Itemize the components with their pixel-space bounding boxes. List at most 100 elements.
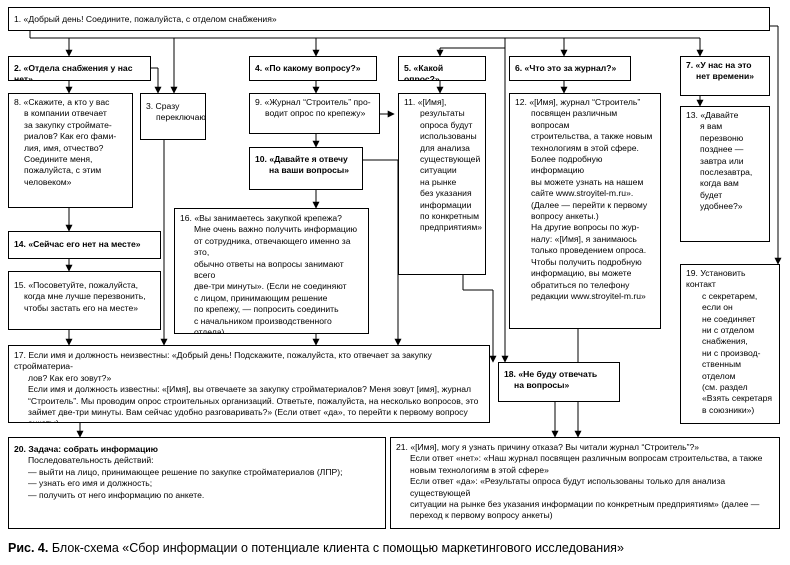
node-11-text: существующей	[420, 154, 481, 165]
node-17-text: Если имя и должность известны: «[Имя], в…	[28, 384, 472, 395]
node-15: 15. «Посоветуйте, пожалуйста, когда мне …	[8, 271, 161, 330]
node-13: 13. «Давайте я вам перезвоню позднее — з…	[680, 106, 770, 242]
node-21-text: переход к первому вопросу анкеты)	[410, 510, 553, 521]
node-8: 8. «Скажите, а кто у вас в компании отве…	[8, 93, 133, 208]
node-13-text: послезавтра,	[700, 167, 753, 178]
node-12-text: только проведением опроса.	[531, 245, 647, 256]
node-17-text: лов? Как его зовут?»	[28, 372, 112, 383]
node-15-text: 15. «Посоветуйте, пожалуйста,	[14, 280, 139, 290]
node-7: 7. «У нас на это нет времени»	[680, 56, 770, 96]
node-3-text: переключают	[156, 112, 206, 123]
node-10-text: на ваши вопросы»	[269, 165, 350, 176]
node-12-text: информацию, вы можете	[531, 268, 632, 279]
node-15-text: чтобы застать его на месте»	[24, 302, 139, 313]
node-1: 1. «Добрый день! Соедините, пожалуйста, …	[8, 7, 770, 31]
node-16-text: по крепежу, — попросить соединить	[194, 304, 339, 315]
node-12-text: строительства, а также новым	[531, 131, 653, 142]
node-21-text: новым технологиям в этой сфере»	[410, 464, 549, 475]
node-11-text: опроса будут	[420, 119, 473, 130]
node-16-text: от сотрудника, отвечающего именно за это…	[194, 235, 351, 258]
node-12-text: налу: «[Имя], я занимаюсь	[531, 233, 637, 244]
node-18-text: 18. «Не буду отвечать	[504, 369, 598, 379]
node-9-text: 9. «Журнал “Строитель” про-	[255, 97, 371, 107]
node-8-text: 8. «Скажите, а кто у вас	[14, 97, 110, 107]
node-12-text: обратиться по телефону	[531, 279, 630, 290]
node-20-text: — получить от него информацию по анкете.	[28, 489, 205, 500]
node-13-text: 13. «Давайте	[686, 110, 739, 120]
node-3: 3. Сразу переключают	[140, 93, 206, 140]
node-13-text: перезвоню	[700, 132, 744, 143]
node-19-text: снабжения,	[702, 336, 748, 347]
node-13-text: завтра или	[700, 155, 744, 166]
node-12-text: 12. «[Имя], журнал “Строитель”	[515, 97, 641, 107]
node-17-text: 17. Если имя и должность неизвестны: «До…	[14, 350, 432, 372]
node-11-text: информации	[420, 199, 472, 210]
node-11-text: по конкретным	[420, 211, 480, 222]
node-20-text: — узнать его имя и должность;	[28, 478, 153, 489]
node-18-text: на вопросы»	[514, 380, 570, 391]
node-6-text: 6. «Что это за журнал?»	[515, 63, 617, 73]
node-11-text: без указания	[420, 188, 472, 199]
node-21-text: Если ответ «нет»: «Наш журнал посвящен р…	[410, 453, 763, 464]
node-21: 21. «[Имя], могу я узнать причину отказа…	[390, 437, 780, 529]
node-11-text: на рынке	[420, 176, 457, 187]
node-8-text: лия, имя, отчество?	[24, 142, 104, 153]
node-8-text: пожалуйста, с этим	[24, 165, 102, 176]
node-2-text: 2. «Отдела снабжения у нас нет»	[14, 63, 133, 81]
node-14: 14. «Сейчас его нет на месте»	[8, 231, 161, 259]
figure-caption: Рис. 4. Блок-схема «Сбор информации о по…	[8, 541, 624, 555]
node-12-text: вопросу анкеты.)	[531, 211, 599, 222]
node-9-text: водит опрос по крепежу»	[265, 108, 366, 119]
node-8-text: человеком»	[24, 176, 72, 187]
node-19-text: ни с производ-	[702, 347, 761, 358]
node-8-text: риалов? Как его фами-	[24, 131, 117, 142]
node-13-text: когда вам	[700, 178, 739, 189]
node-16-text: две-три минуты». (Если не соединяют	[194, 281, 347, 292]
node-19-text: в союзники»)	[702, 404, 755, 415]
node-10-text: 10. «Давайте я отвечу	[255, 154, 348, 164]
node-14-text: 14. «Сейчас его нет на месте»	[14, 239, 141, 249]
node-11-text: предприятиям»	[420, 222, 483, 233]
node-4: 4. «По какому вопросу?»	[249, 56, 377, 81]
figure-caption-text: Блок-схема «Сбор информации о потенциале…	[51, 541, 624, 555]
node-20-text: — выйти на лицо, принимающее решение по …	[28, 466, 343, 477]
node-8-text: Соедините меня,	[24, 154, 93, 165]
node-12-text: Чтобы получить подробную	[531, 256, 642, 267]
node-2: 2. «Отдела снабжения у нас нет»	[8, 56, 151, 81]
node-6: 6. «Что это за журнал?»	[509, 56, 631, 81]
node-16-text: обычно ответы на вопросы занимают всего	[194, 258, 344, 281]
node-21-text: Если ответ «да»: «Результаты опроса буду…	[410, 476, 726, 498]
node-16-text: с начальником производственного отдела)	[194, 315, 332, 334]
node-19: 19. Установить контакт с секретарем, есл…	[680, 264, 780, 424]
node-11-text: 11. «[Имя],	[404, 97, 447, 107]
node-4-text: 4. «По какому вопросу?»	[255, 63, 361, 73]
node-1-text: 1. «Добрый день! Соедините, пожалуйста, …	[14, 14, 277, 24]
node-19-text: ственным отделом	[702, 359, 742, 381]
node-16-text: Мне очень важно получить информацию	[194, 224, 358, 235]
node-17: 17. Если имя и должность неизвестны: «До…	[8, 345, 490, 423]
node-19-text: 19. Установить контакт	[686, 268, 746, 290]
node-19-text: (см. раздел	[702, 382, 748, 393]
node-13-text: будет	[700, 189, 723, 200]
node-20-text: Последовательность действий:	[28, 455, 154, 466]
node-13-text: удобнее?»	[700, 201, 743, 212]
node-19-text: «Взять секретаря	[702, 393, 772, 404]
node-20: 20. Задача: собрать информацию Последова…	[8, 437, 386, 529]
node-15-text: когда мне лучше перезвонить,	[24, 291, 146, 302]
node-12-text: (Далее — перейти к первому	[531, 199, 648, 210]
node-13-text: я вам	[700, 121, 723, 132]
node-21-text: 21. «[Имя], могу я узнать причину отказа…	[396, 442, 700, 452]
node-7-text: 7. «У нас на это	[686, 60, 752, 70]
node-12-text: Более подробную информацию	[531, 154, 603, 176]
node-12-text: вы можете узнать на нашем	[531, 176, 644, 187]
node-19-text: с секретарем,	[702, 290, 758, 301]
node-5: 5. «Какой опрос?»	[398, 56, 486, 81]
node-9: 9. «Журнал “Строитель” про- водит опрос …	[249, 93, 380, 134]
node-11-text: ситуации	[420, 165, 457, 176]
node-12: 12. «[Имя], журнал “Строитель” посвящен …	[509, 93, 661, 329]
node-19-text: не соединяет	[702, 313, 756, 324]
node-3-text: 3. Сразу	[146, 101, 180, 111]
node-11-text: результаты	[420, 108, 465, 119]
